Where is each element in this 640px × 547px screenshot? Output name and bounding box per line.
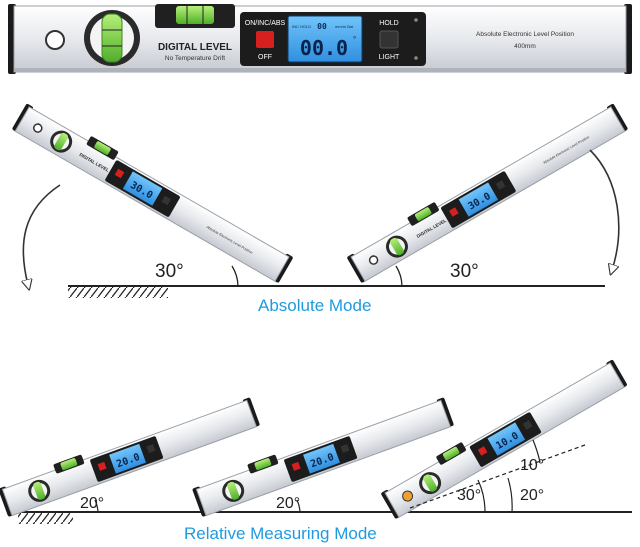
lcd-unit: °	[353, 35, 356, 44]
relative-level-3: 10.0	[381, 359, 627, 519]
relative-level-2: 20.0	[192, 397, 454, 517]
absolute-right-angle: 30°	[450, 261, 479, 282]
relative-mode-section: 20.0 20° 20.0 20°	[0, 359, 632, 524]
light-label: LIGHT	[379, 54, 400, 61]
lcd-small-right: mm/m Bat	[335, 24, 354, 29]
top-level: DIGITAL LEVEL No Temperature Drift ON/IN…	[8, 4, 632, 74]
relative-small-angle: 10°	[520, 457, 544, 474]
product-line: Absolute Electronic Level Position	[476, 31, 574, 38]
absolute-mode-label: Absolute Mode	[258, 296, 372, 315]
subtitle-label: No Temperature Drift	[165, 55, 225, 62]
brand-label: DIGITAL LEVEL	[158, 42, 232, 53]
hold-button[interactable]	[379, 30, 399, 49]
absolute-left-angle: 30°	[155, 261, 184, 282]
top-vial-icon	[155, 4, 235, 28]
absolute-right-level: DIGITAL LEVEL 30.0 Absolute Electronic L…	[347, 103, 628, 283]
lcd-main-value: 00.0	[300, 36, 348, 60]
lcd-small-left: INC HOLD	[292, 24, 311, 29]
power-label: ON/INC/ABS	[245, 20, 286, 27]
control-panel: ON/INC/ABS OFF INC HOLD 00 mm/m Bat 00.0…	[240, 12, 426, 66]
reference-dashed-line	[409, 444, 586, 509]
relative-middle-angle: 20°	[276, 495, 300, 512]
relative-total-angle: 30°	[457, 487, 481, 504]
relative-level-1: 20.0	[0, 397, 260, 517]
ground-hatch-left	[68, 286, 168, 298]
length-label: 400mm	[514, 43, 536, 50]
absolute-left-arc	[231, 265, 239, 287]
lcd-screen	[287, 15, 363, 63]
rotate-down-arrow-right-icon	[589, 149, 620, 270]
power-button[interactable]	[256, 31, 274, 48]
absolute-mode-section: DIGITAL LEVEL 30.0 Absolute Electronic L…	[12, 103, 628, 298]
hold-label: HOLD	[379, 20, 398, 27]
ground-hatch-relative	[18, 512, 73, 524]
round-vial-icon	[84, 10, 140, 66]
rotate-down-arrow-left-icon	[23, 184, 61, 285]
lcd-small-value: 00	[317, 22, 327, 31]
relative-left-angle: 20°	[80, 495, 104, 512]
relative-mode-label: Relative Measuring Mode	[184, 524, 377, 543]
relative-base-angle: 20°	[520, 487, 544, 504]
off-label: OFF	[258, 54, 272, 61]
absolute-right-arc	[395, 265, 403, 287]
hang-hole	[45, 30, 65, 50]
absolute-left-level: DIGITAL LEVEL 30.0 Absolute Electronic L…	[12, 103, 293, 283]
